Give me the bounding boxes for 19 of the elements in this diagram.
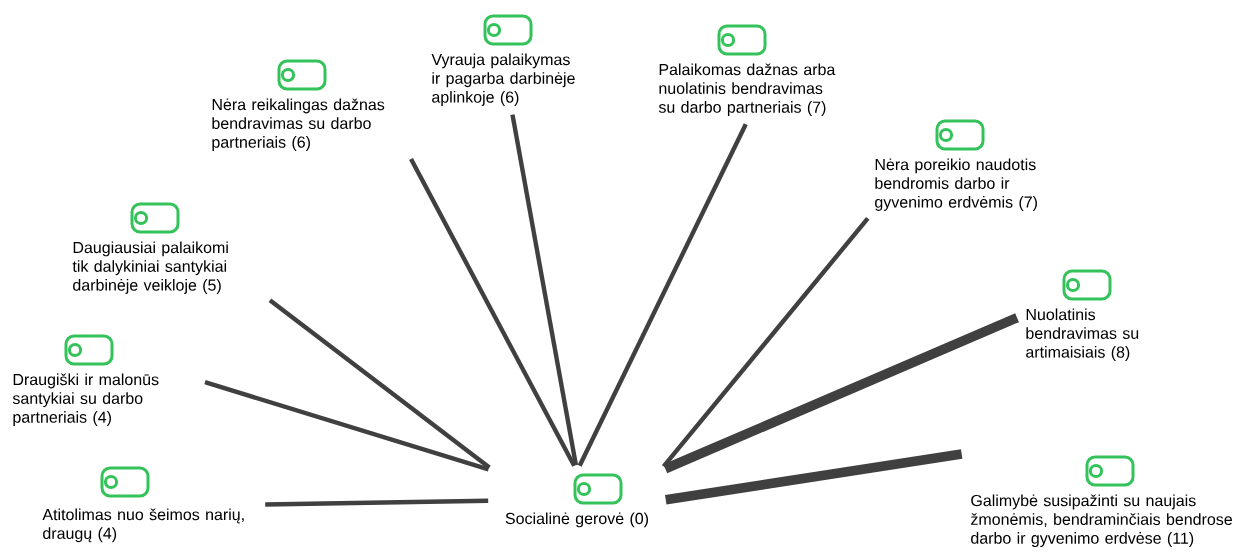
connector-line — [661, 216, 870, 468]
connector-line — [268, 298, 491, 470]
connector-line — [510, 114, 579, 466]
connector-line — [265, 498, 489, 507]
connector-line — [409, 158, 577, 467]
connector-line — [204, 380, 490, 472]
node-label: Daugiausiai palaikomi tik dalykiniai santykiai darbinėje veikloje (5) — [72, 241, 228, 294]
connector-line — [577, 123, 748, 467]
node-label: Vyrauja palaikymas ir pagarba darbinėje aplinkoje (6) — [431, 53, 575, 106]
node-label: Socialinė gerovė (0) — [505, 512, 648, 528]
node-label: Nėra reikalingas dažnas bendravimas su darbo partneriais (6) — [212, 98, 385, 151]
connector-line — [665, 449, 963, 505]
node-label: Nuolatinis bendravimas su artimaisiais (8) — [1026, 308, 1139, 361]
node-label: Palaikomas dažnas arba nuolatinis bendravimas su darbo partneriais (7) — [658, 63, 836, 116]
node-label: Atitolimas nuo šeimos narių, draugų (4) — [42, 508, 244, 543]
connector-line — [663, 313, 1019, 474]
node-label: Galimybė susipažinti su naujais žmonėmis, bendraminčiais bendrose darbo ir gyvenimo erdvėse (11) — [971, 494, 1232, 547]
node-label: Draugiški ir malonūs santykiai su darbo partneriais (4) — [12, 373, 159, 426]
node-label: Nėra poreikio naudotis bendromis darbo ir gyvenimo erdvėmis (7) — [875, 158, 1037, 211]
